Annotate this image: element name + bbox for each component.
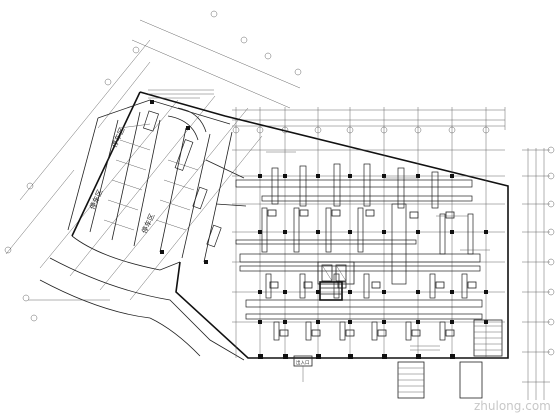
diagonal-axis-bubbles [4,10,302,322]
diagonal-grid-axes [5,19,301,301]
stair-right [473,319,503,357]
annotation-marks [119,89,490,351]
core-equipment [317,261,355,301]
entrance-marker [293,355,313,382]
duct-main-top [235,179,473,202]
watermark: zhulong.com [474,399,551,413]
building-outline [39,91,509,361]
duct-risers [261,163,474,341]
parking-wing-ducts [143,110,247,248]
top-dimension-lines [232,107,506,130]
region-label-parking-upper: 停车区 [110,126,127,149]
stair-bottom [397,361,483,399]
entrance-label: 出入口 [296,359,310,366]
columns [150,100,488,359]
region-label-parking-center: 停车区 [140,212,157,235]
parking-wing [67,99,233,263]
right-dimension-lines [522,146,555,400]
duct-diffusers [267,209,477,337]
duct-main-bottom [245,299,483,320]
